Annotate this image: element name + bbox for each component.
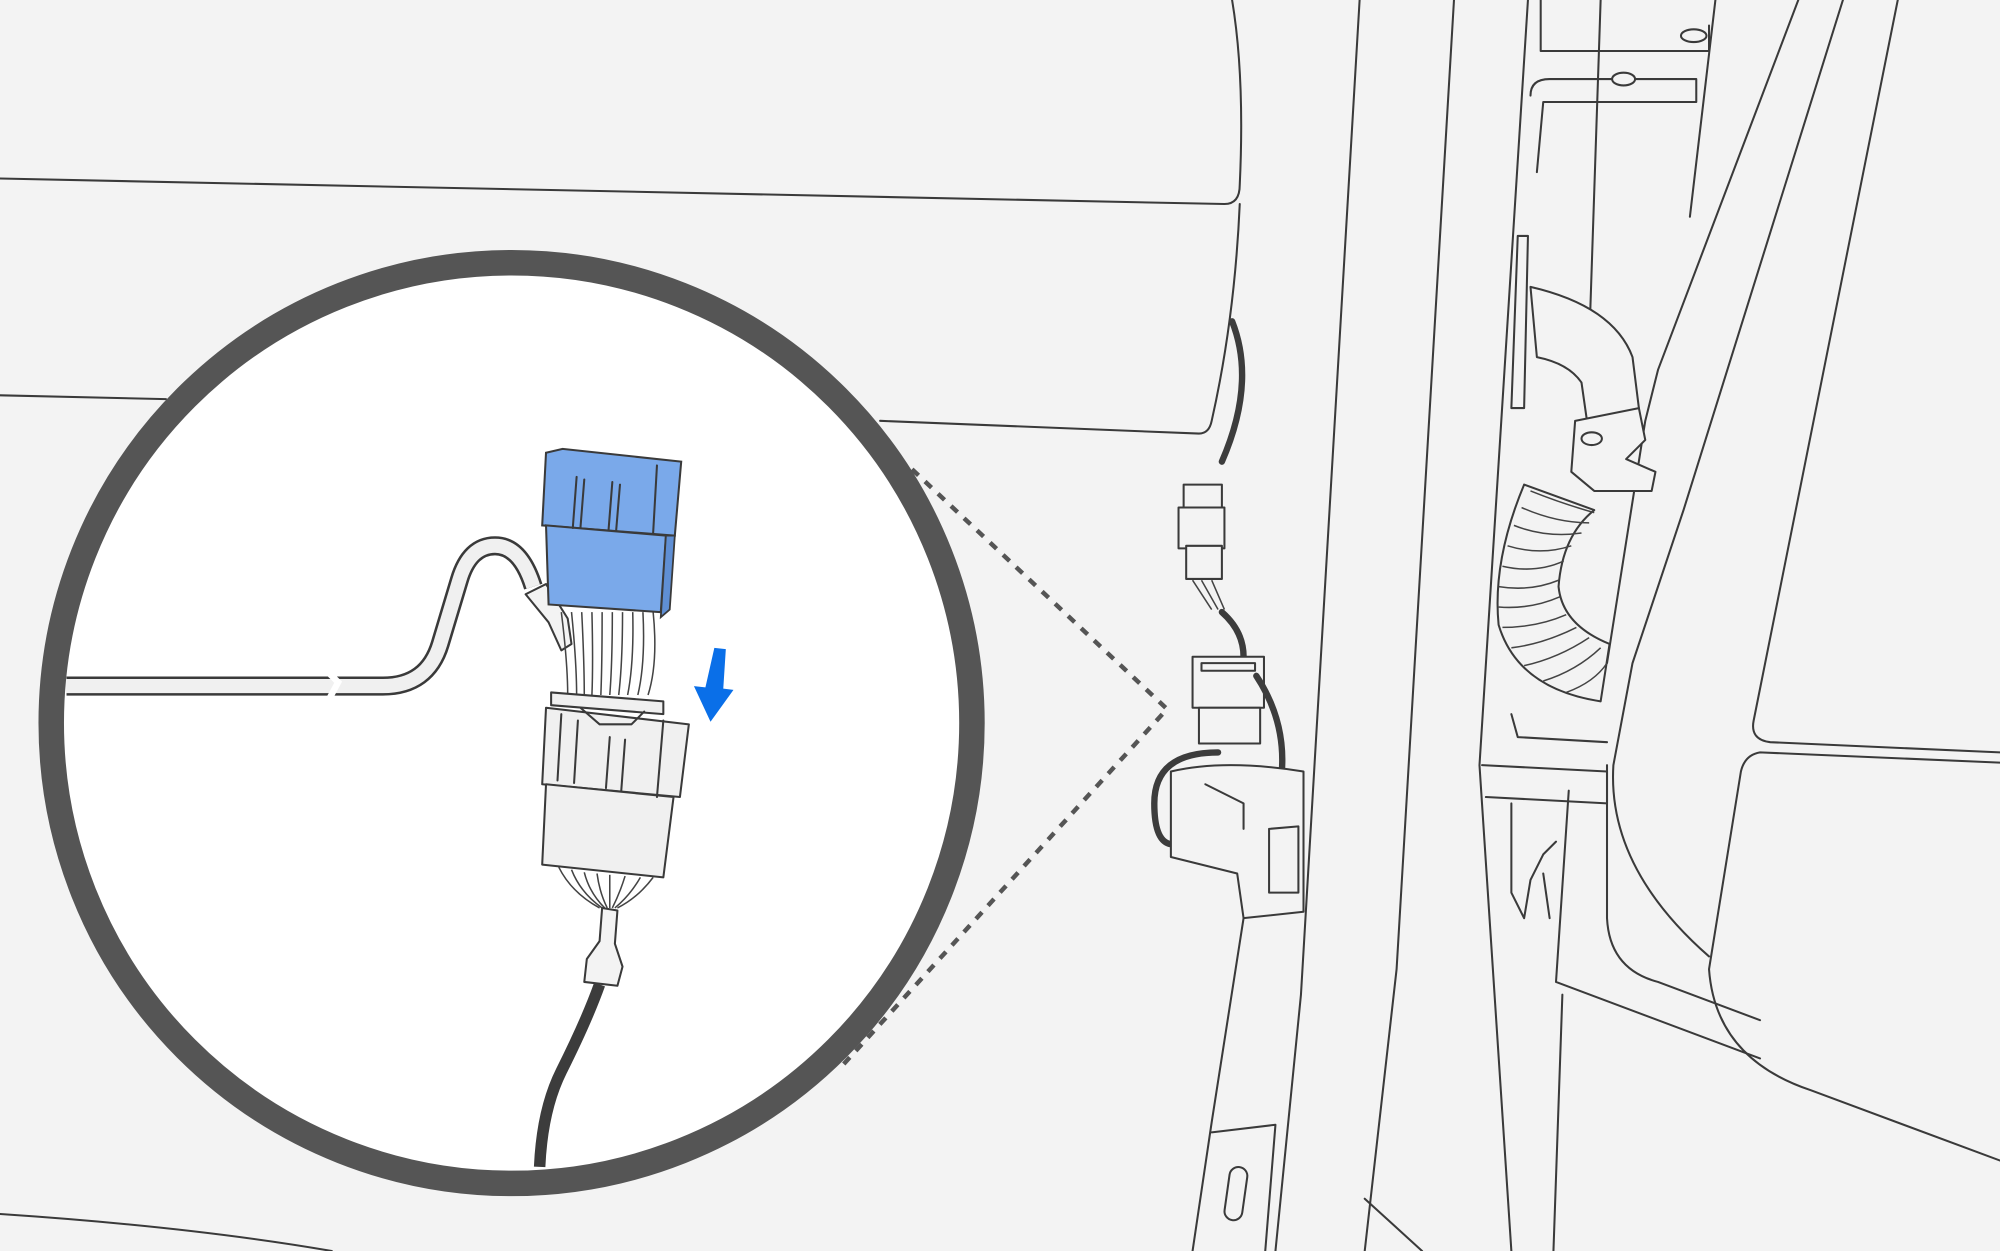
arrow-down-icon	[693, 647, 734, 722]
corrugated-conduit	[1496, 285, 1657, 703]
door-frame	[1478, 0, 2000, 1251]
b-pillar	[1191, 0, 1456, 1251]
white-connector	[541, 691, 690, 879]
trim-panel	[0, 0, 1243, 1251]
magnified-detail	[38, 249, 985, 1197]
harness-in-car	[1151, 318, 1305, 920]
blue-connector	[541, 447, 683, 620]
